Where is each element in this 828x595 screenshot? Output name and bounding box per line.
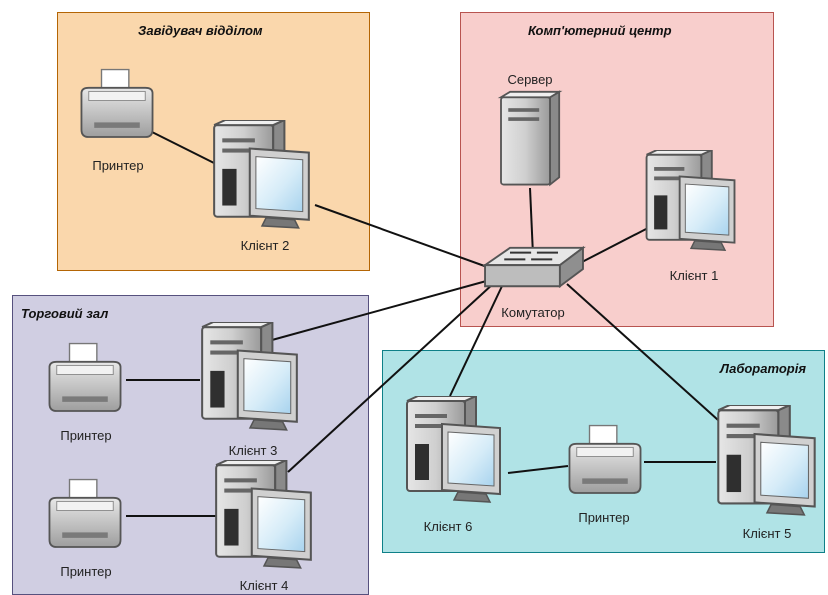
link-server-switch (529, 187, 534, 256)
zone-laboratory-title: Лабораторія (720, 361, 807, 376)
zone-head-title: Завідувач відділом (138, 23, 263, 38)
label-client1: Клієнт 1 (669, 268, 719, 283)
zone-sales-hall-title: Торговий зал (21, 306, 109, 321)
link-client5-switch (566, 283, 719, 421)
workstation-icon (402, 396, 506, 506)
label-switch: Комутатор (501, 305, 565, 320)
workstation-icon (210, 120, 314, 232)
link-client1-switch (581, 227, 649, 263)
link-printer-head-client2 (151, 131, 219, 166)
label-server: Сервер (507, 72, 553, 87)
printer-icon (564, 424, 646, 500)
link-client3-switch (271, 279, 491, 341)
label-printer-sales2: Принтер (60, 564, 112, 579)
label-client2: Клієнт 2 (240, 238, 290, 253)
link-client4-switch (287, 282, 495, 473)
label-printer-lab: Принтер (578, 510, 630, 525)
link-client2-switch (314, 204, 491, 269)
server-icon (497, 90, 565, 190)
printer-icon (44, 342, 126, 418)
label-client4: Клієнт 4 (239, 578, 289, 593)
printer-icon (76, 68, 158, 144)
label-printer-head: Принтер (92, 158, 144, 173)
link-client6-switch (449, 283, 504, 397)
workstation-icon (642, 150, 740, 254)
switch-icon (480, 244, 588, 292)
link-client6-printer-lab (507, 465, 569, 474)
printer-icon (44, 478, 126, 554)
label-client3: Клієнт 3 (228, 443, 278, 458)
workstation-icon (198, 322, 302, 434)
zone-computer-center-title: Комп'ютерний центр (528, 23, 672, 38)
workstation-icon (713, 405, 821, 519)
label-printer-sales1: Принтер (60, 428, 112, 443)
label-client6: Клієнт 6 (423, 519, 473, 534)
workstation-icon (212, 460, 316, 572)
label-client5: Клієнт 5 (742, 526, 792, 541)
